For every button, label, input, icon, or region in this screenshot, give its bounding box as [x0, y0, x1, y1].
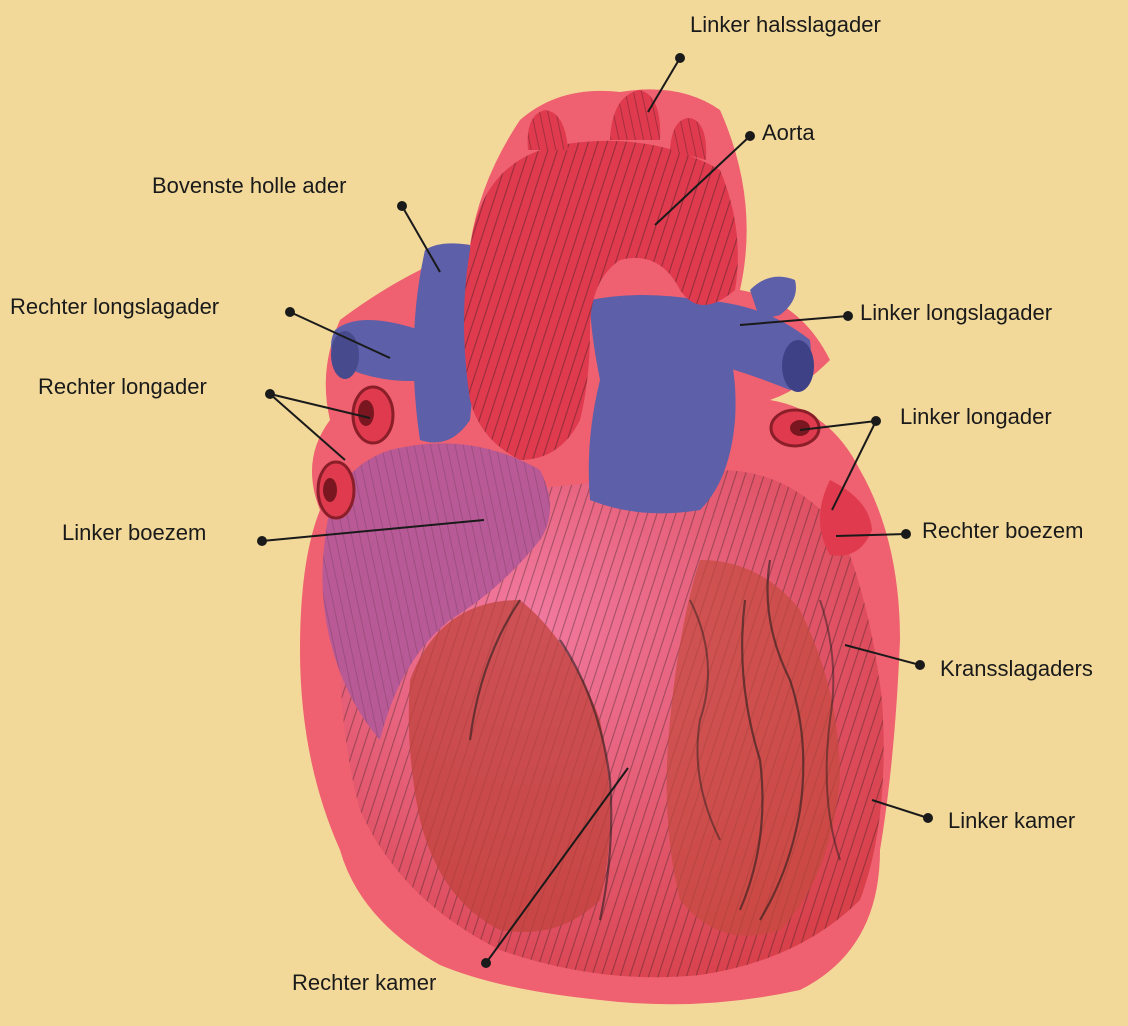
label-kransslagaders: Kransslagaders: [940, 658, 1093, 680]
label-rechter-longslagader: Rechter longslagader: [10, 296, 219, 318]
label-linker-longslagader: Linker longslagader: [860, 302, 1052, 324]
label-aorta: Aorta: [762, 122, 815, 144]
label-rechter-boezem: Rechter boezem: [922, 520, 1083, 542]
label-linker-halsslagader: Linker halsslagader: [690, 14, 881, 36]
label-linker-longader: Linker longader: [900, 406, 1052, 428]
label-linker-kamer: Linker kamer: [948, 810, 1075, 832]
label-bovenste-holle-ader: Bovenste holle ader: [152, 175, 346, 197]
label-rechter-kamer: Rechter kamer: [292, 972, 436, 994]
label-linker-boezem: Linker boezem: [62, 522, 206, 544]
label-rechter-longader: Rechter longader: [38, 376, 207, 398]
left-pulmonary-artery-end: [782, 340, 814, 392]
